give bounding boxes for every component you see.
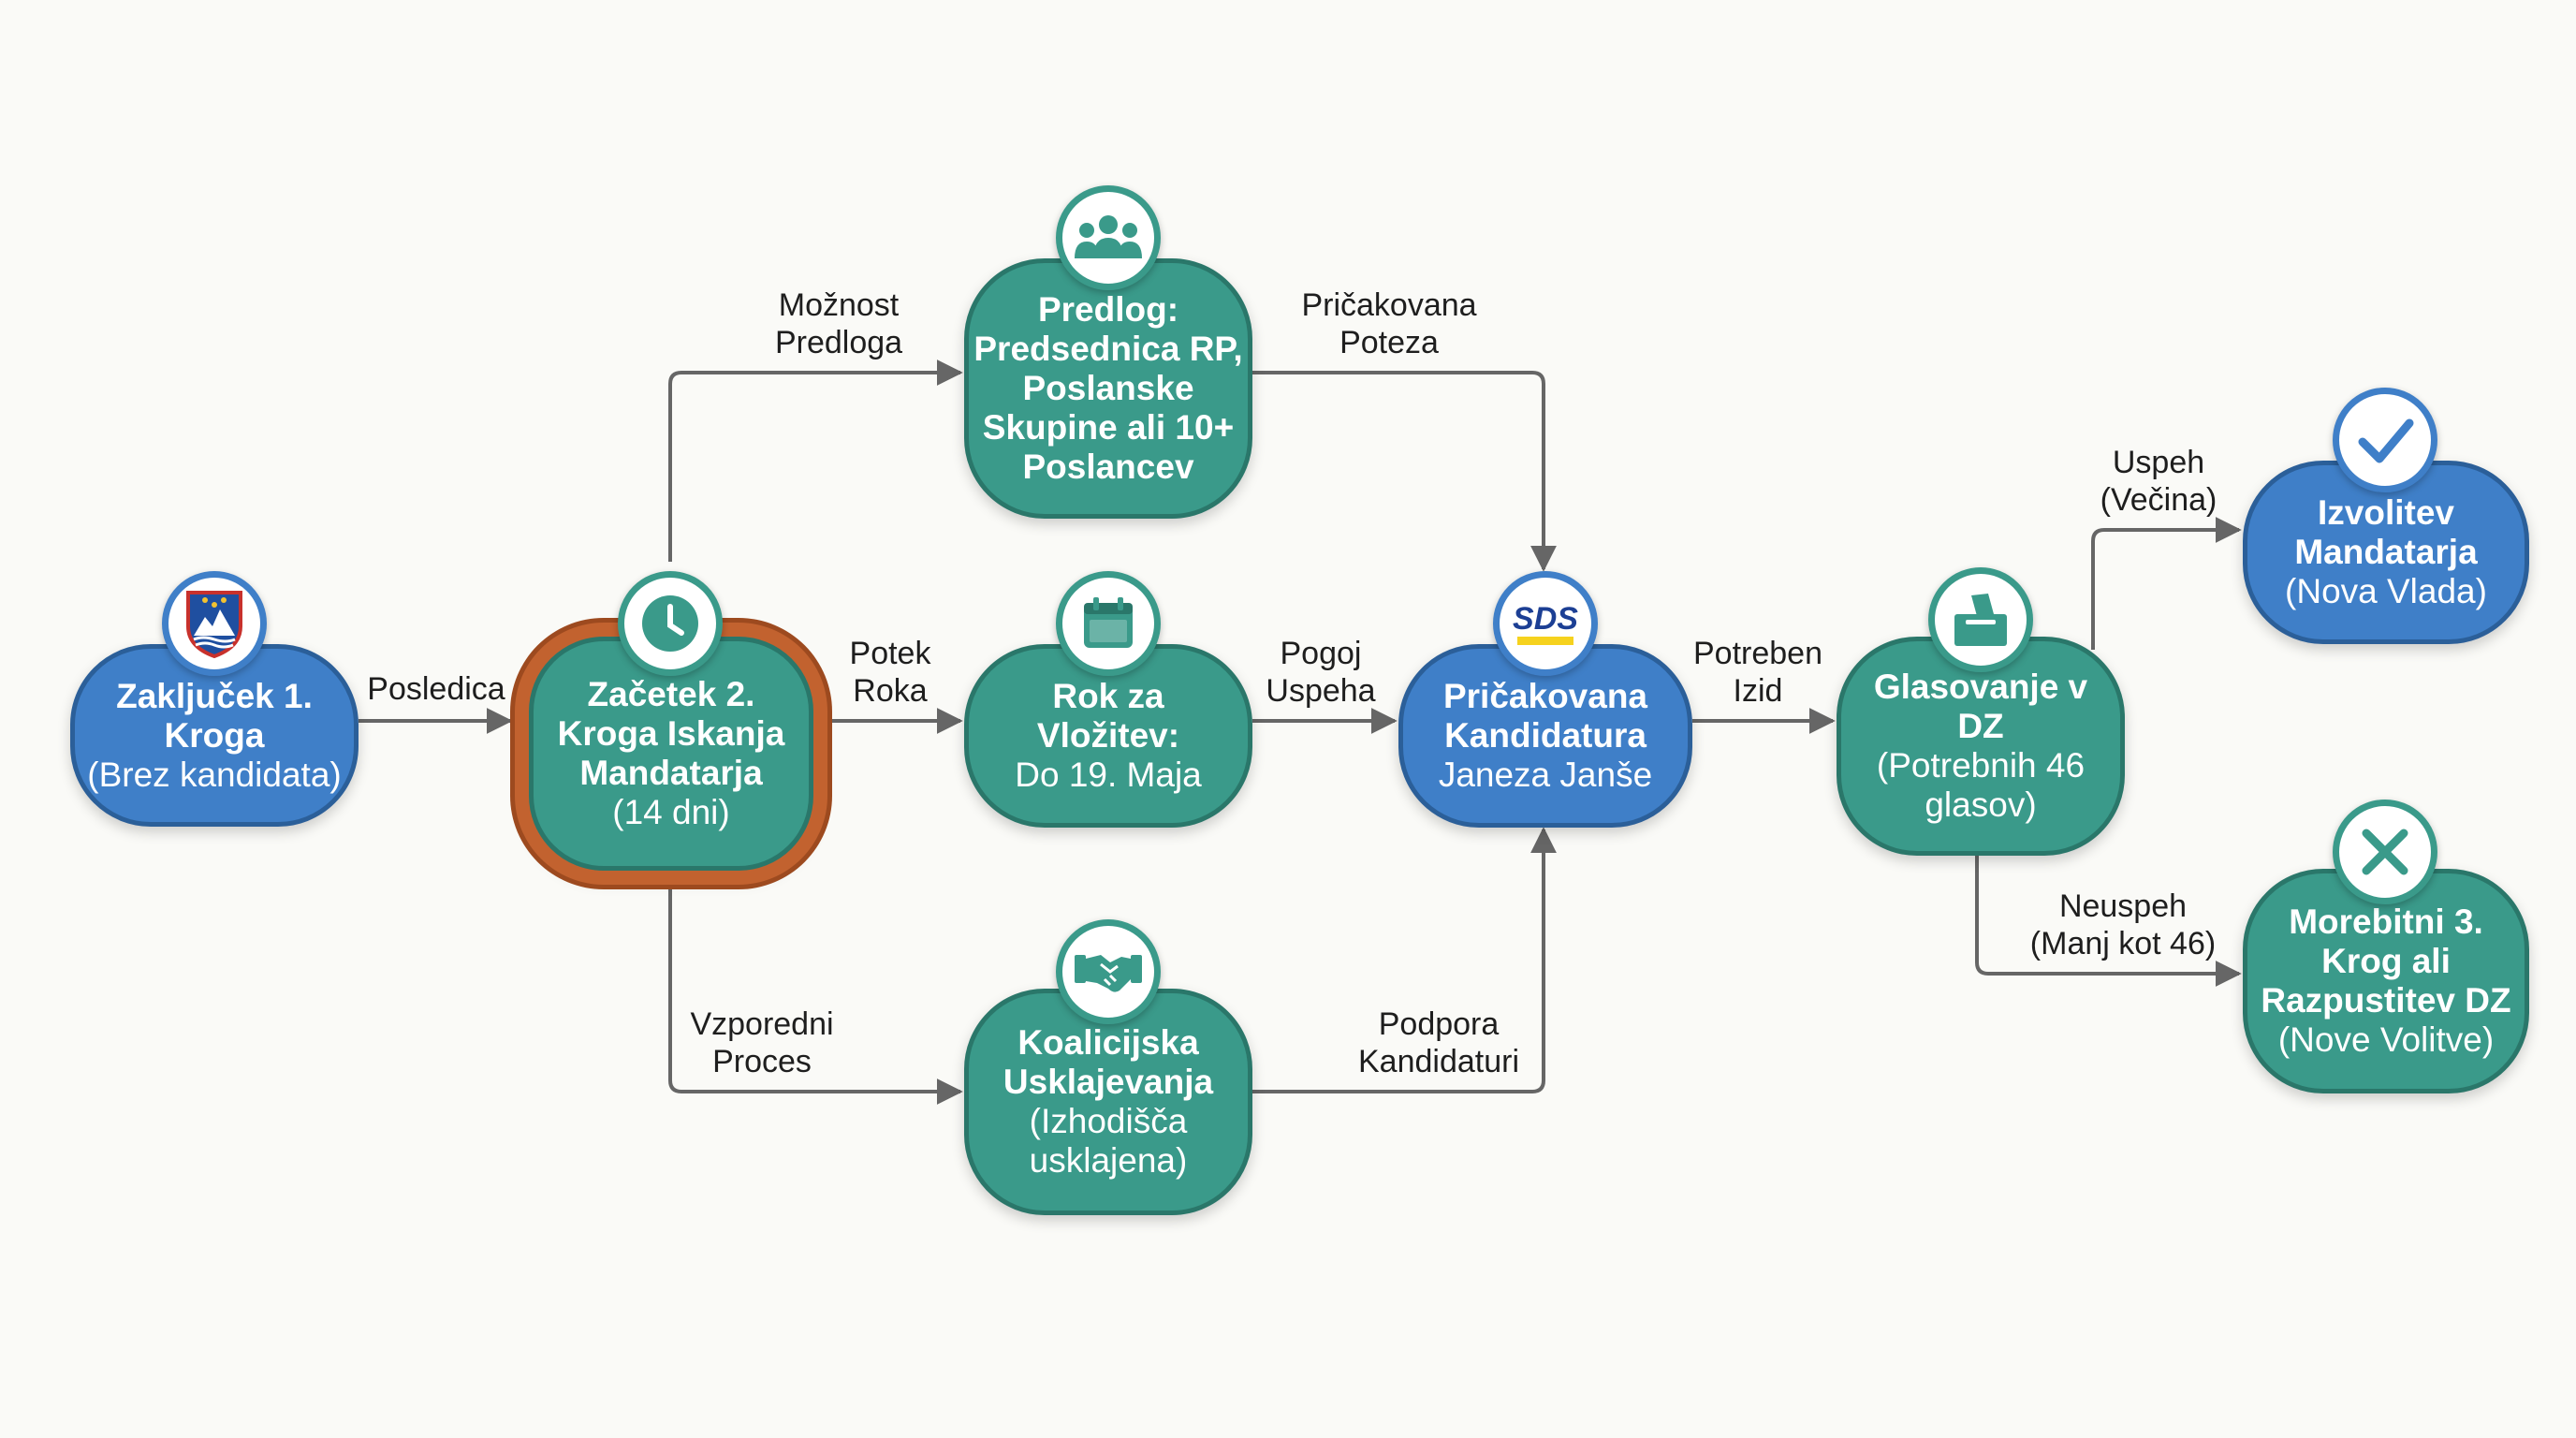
checkmark-icon xyxy=(2333,388,2437,492)
edge-vzporedni xyxy=(668,880,963,1105)
node-predlog: Predlog: Predsednica RP, Poslanske Skupi… xyxy=(964,258,1252,519)
node-koalicijska-usklajevanja: Koalicijska Usklajevanja (Izhodišča uskl… xyxy=(964,989,1252,1215)
sds-logo-text: SDS xyxy=(1513,600,1578,637)
edge-label-posledica: Posledica xyxy=(367,671,505,707)
ballot-box-icon xyxy=(1928,567,2033,672)
edge-label-potreben-izid: Potreben Izid xyxy=(1693,636,1822,709)
edge-moznost xyxy=(668,360,963,562)
edge-label-neuspeh: Neuspeh (Manj kot 46) xyxy=(2029,888,2217,961)
calendar-icon xyxy=(1056,571,1161,676)
handshake-icon xyxy=(1056,919,1161,1024)
clock-icon xyxy=(618,571,723,676)
slovenia-coat-of-arms-icon xyxy=(162,571,267,676)
node-glasovanje-v-dz: Glasovanje v DZ (Potrebnih 46 glasov) xyxy=(1837,637,2125,856)
sds-logo: SDS xyxy=(1493,571,1598,676)
edge-label-pricakovana-poteza: Pričakovana Poteza xyxy=(1301,287,1477,360)
edge-uspeh xyxy=(2091,517,2242,650)
x-mark-icon xyxy=(2333,800,2437,904)
edge-label-podpora-kandidaturi: Podpora Kandidaturi xyxy=(1357,1006,1520,1079)
edge-podpora xyxy=(1252,827,1557,1093)
edge-pricakovana-poteza xyxy=(1252,371,1557,572)
edge-label-vzporedni-proces: Vzporedni Proces xyxy=(690,1006,834,1079)
node-morebitni-3-krog: Morebitni 3. Krog ali Razpustitev DZ (No… xyxy=(2243,869,2529,1093)
edge-label-moznost-predloga: Možnost Predloga xyxy=(774,287,903,360)
edge-label-pogoj-uspeha: Pogoj Uspeha xyxy=(1266,636,1376,709)
edge-neuspeh xyxy=(1975,854,2242,987)
edge-label-potek-roka: Potek Roka xyxy=(849,636,931,709)
group-people-icon xyxy=(1056,185,1161,290)
node-pricakovana-kandidatura: Pričakovana Kandidatura Janeza Janše xyxy=(1398,644,1692,828)
edge-label-uspeh: Uspeh (Večina) xyxy=(2100,445,2217,518)
